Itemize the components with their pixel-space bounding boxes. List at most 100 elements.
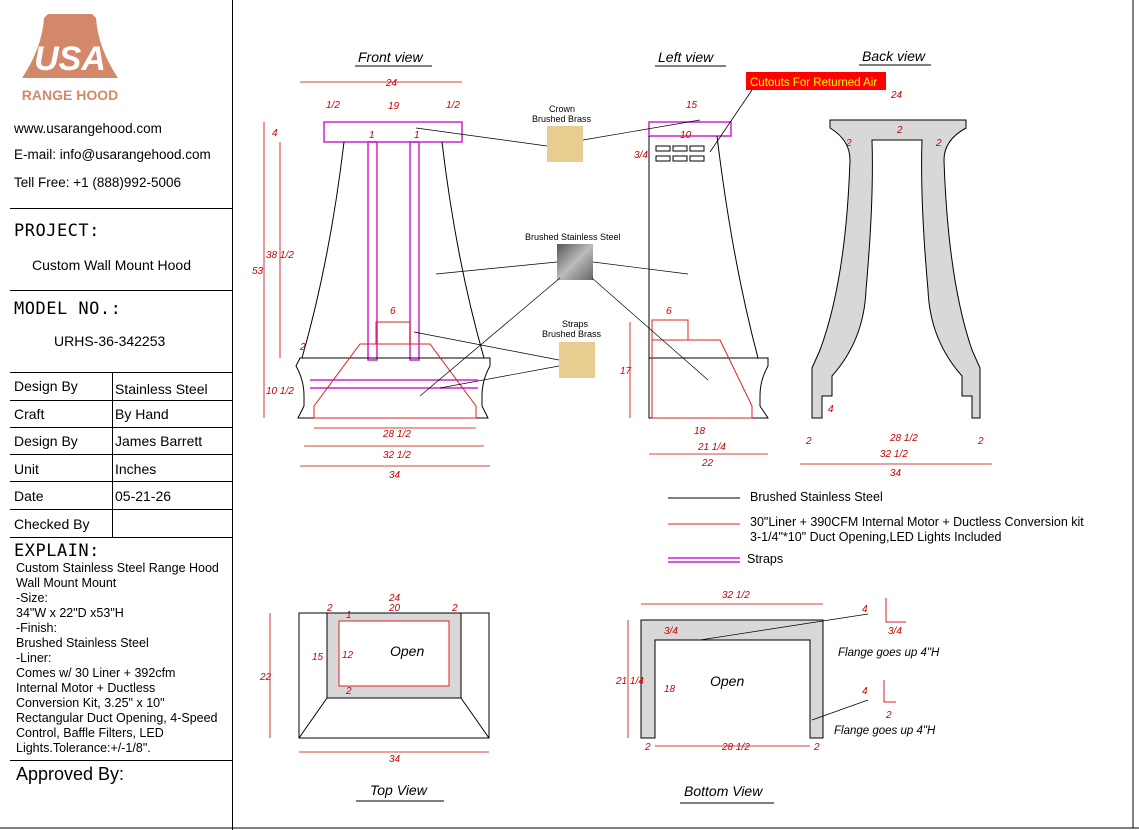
- material-swatches: Crown Brushed Brass Brushed Stainless St…: [413, 104, 709, 397]
- view-titles: Front view Left view Back view Top View …: [355, 48, 931, 804]
- dimension-label: 6: [390, 306, 396, 317]
- material-label: Straps: [562, 319, 589, 329]
- divider: [10, 290, 233, 291]
- flange-note: Flange goes up 4"H: [838, 647, 940, 659]
- top-view: Open 24 20 2 2 1 15 12 2 22 34: [259, 593, 490, 765]
- divider: [10, 509, 233, 510]
- dimension-label: 34: [389, 754, 401, 765]
- spec-value: James Barrett: [115, 433, 203, 449]
- dimension-label: 2: [299, 342, 306, 353]
- divider: [10, 427, 233, 428]
- divider: [10, 400, 233, 401]
- dimension-label: 4: [862, 686, 868, 697]
- callout-text: Cutouts For Returned Air: [750, 77, 877, 89]
- callout-box: [746, 72, 886, 90]
- top-view-title: Top View: [370, 782, 428, 798]
- dimension-label: 2: [845, 138, 852, 149]
- website-text: www.usarangehood.com: [14, 121, 162, 136]
- legend-item: 30"Liner + 390CFM Internal Motor + Ductl…: [750, 515, 1084, 529]
- dimension-label: 24: [385, 78, 398, 89]
- divider: [10, 454, 233, 455]
- back-view: 24 2 2 2 4 2 2 28 1/2 32 1/2 34: [800, 90, 992, 479]
- model-label: MODEL NO.:: [14, 299, 122, 319]
- dimension-label: 21 1/4: [697, 442, 726, 453]
- dimension-label: 24: [890, 90, 903, 101]
- left-view-title: Left view: [658, 49, 714, 65]
- spec-value: 05-21-26: [115, 488, 172, 504]
- dimension-label: 2: [896, 125, 903, 136]
- brass-swatch: [559, 342, 595, 378]
- dimension-label: 4: [272, 128, 278, 139]
- usa-range-hood-logo: USA RANGE HOOD: [22, 14, 118, 103]
- dimension-label: 28 1/2: [382, 429, 411, 440]
- explain-text: Custom Stainless Steel Range Hood Wall M…: [16, 561, 219, 755]
- material-label: Brushed Brass: [532, 114, 592, 124]
- model-value: URHS-36-342253: [54, 333, 166, 349]
- dimension-label: 34: [389, 470, 401, 481]
- dimension-label: 3/4: [634, 150, 648, 161]
- dimension-label: 1: [369, 130, 375, 141]
- spec-label: Design By: [14, 433, 78, 449]
- dimension-label: 15: [686, 100, 698, 111]
- dimension-label: 1: [414, 130, 420, 141]
- spec-value: Stainless Steel: [115, 381, 208, 397]
- dimension-label: 17: [620, 366, 632, 377]
- material-label: Crown: [549, 104, 575, 114]
- legend-item: Straps: [747, 552, 783, 566]
- brass-swatch: [547, 126, 583, 162]
- bottom-view-title: Bottom View: [684, 783, 763, 799]
- legend: Brushed Stainless Steel 30"Liner + 390CF…: [668, 490, 1084, 566]
- logo-brand-text: USA: [34, 40, 106, 78]
- dimension-label: 53: [252, 266, 264, 277]
- dimension-label: 34: [890, 468, 902, 479]
- dimension-label: 1/2: [326, 100, 340, 111]
- dimension-label: 2: [885, 710, 892, 721]
- left-view: 15 10 3/4 6 17 18 21 1/4 22 Cutouts For …: [620, 72, 886, 469]
- divider: [10, 481, 233, 482]
- dimension-label: 12: [342, 650, 354, 661]
- title-block: USA RANGE HOOD www.usarangehood.com E-ma…: [0, 0, 233, 830]
- dimension-label: 4: [862, 604, 868, 615]
- divider: [10, 208, 233, 209]
- spec-label: Craft: [14, 406, 45, 422]
- dimension-label: 4: [828, 404, 834, 415]
- dimension-label: 38 1/2: [266, 250, 294, 261]
- steel-swatch: [557, 244, 593, 280]
- project-label: PROJECT:: [14, 221, 100, 241]
- dimension-label: 20: [388, 603, 401, 614]
- dimension-label: 2: [326, 603, 333, 614]
- dimension-label: 2: [644, 742, 651, 753]
- dimension-label: 2: [805, 436, 812, 447]
- legend-item: Brushed Stainless Steel: [750, 490, 883, 504]
- dimension-label: 18: [694, 426, 706, 437]
- dimension-label: 3/4: [664, 626, 678, 637]
- dimension-label: 32 1/2: [722, 590, 750, 601]
- spec-value: Inches: [115, 461, 157, 477]
- explain-label: EXPLAIN:: [14, 541, 100, 561]
- material-label: Brushed Brass: [542, 329, 602, 339]
- logo-name-text: RANGE HOOD: [22, 87, 118, 103]
- open-label: Open: [710, 673, 744, 689]
- approved-label: Approved By:: [16, 764, 125, 784]
- back-view-title: Back view: [862, 48, 926, 64]
- dimension-label: 2: [935, 138, 942, 149]
- project-value: Custom Wall Mount Hood: [32, 257, 191, 273]
- dimension-label: 32 1/2: [383, 450, 411, 461]
- dimension-label: 28 1/2: [889, 433, 918, 444]
- spec-label: Date: [14, 488, 44, 504]
- dimension-label: 28 1/2: [721, 742, 750, 753]
- dimension-label: 19: [388, 101, 400, 112]
- spec-label: Checked By: [14, 516, 90, 532]
- dimension-label: 22: [701, 458, 714, 469]
- divider: [112, 372, 113, 537]
- dimension-label: 18: [664, 684, 676, 695]
- spec-label: Design By: [14, 378, 78, 394]
- dimension-label: 1: [346, 610, 352, 621]
- spec-value: By Hand: [115, 406, 169, 422]
- flange-note: Flange goes up 4"H: [834, 725, 936, 737]
- material-label: Brushed Stainless Steel: [525, 232, 621, 242]
- dimension-label: 10 1/2: [266, 386, 294, 397]
- dimension-label: 21 1/4: [615, 676, 644, 687]
